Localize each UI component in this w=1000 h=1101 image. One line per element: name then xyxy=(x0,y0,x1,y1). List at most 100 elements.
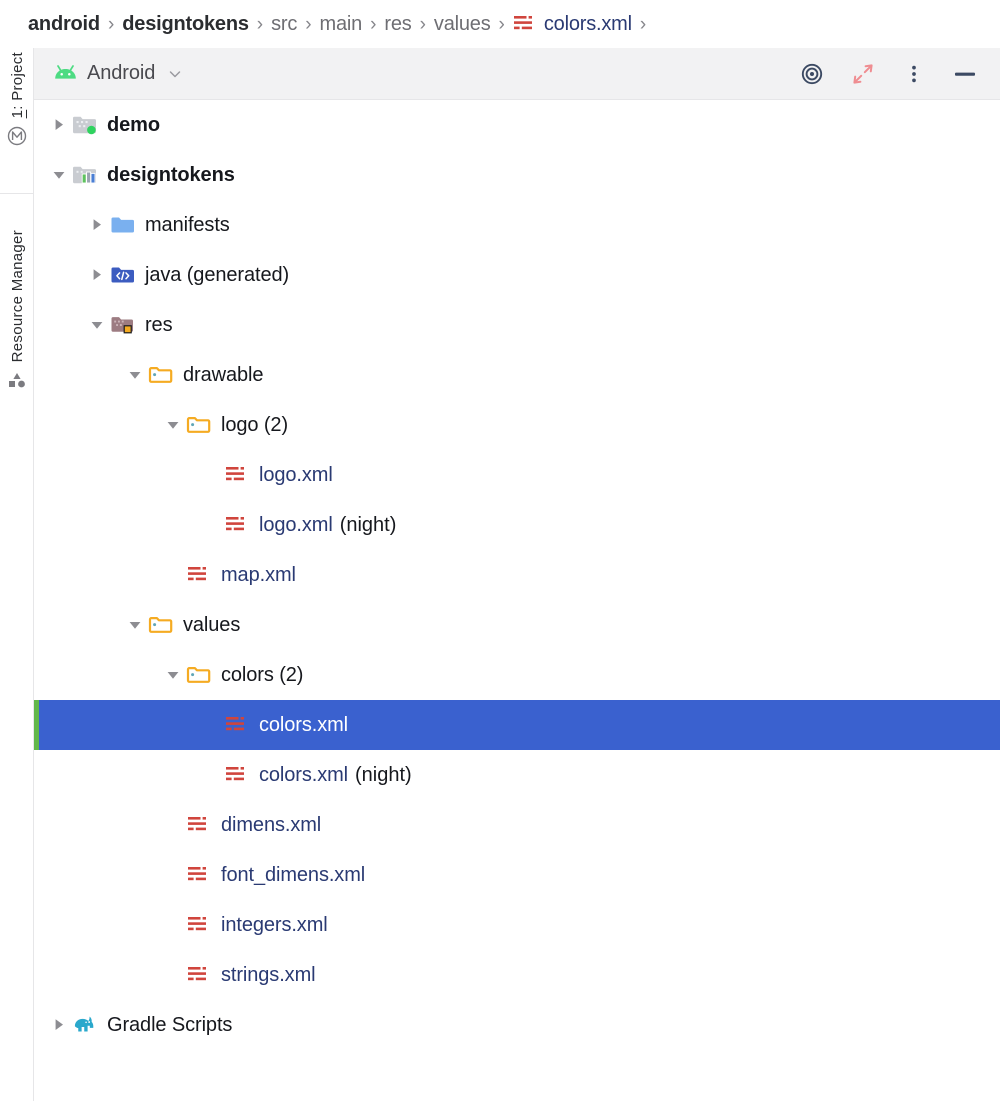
breadcrumb: android › designtokens › src › main › res › values… xyxy=(0,0,1000,48)
tree-row-label: java (generated) xyxy=(145,263,290,286)
breadcrumb-item-res[interactable]: res xyxy=(384,12,412,35)
xml-file-icon xyxy=(224,514,250,536)
project-tree[interactable]: demo designtokens manifests java (generated… xyxy=(34,100,1000,1101)
tree-row-manifests[interactable]: manifests xyxy=(34,200,1000,250)
tree-row-res[interactable]: res xyxy=(34,300,1000,350)
tree-row-label: demo xyxy=(107,113,160,136)
project-panel-toolbar: Android xyxy=(34,48,1000,100)
breadcrumb-separator: › xyxy=(305,13,312,35)
xml-file-icon xyxy=(186,914,212,936)
gradle-elephant-icon xyxy=(72,1014,98,1036)
tree-row-label: res xyxy=(145,313,173,336)
xml-file-icon xyxy=(186,864,212,886)
folder-resource-icon xyxy=(186,664,212,686)
toolbar-actions xyxy=(799,61,1000,87)
more-options-icon[interactable] xyxy=(901,61,927,87)
tree-row-colors-xml-night[interactable]: colors.xml (night) xyxy=(34,750,1000,800)
module-folder-green-dot-icon xyxy=(72,114,98,136)
sidebar-item-resource-manager-label: Resource Manager xyxy=(8,230,26,363)
tree-row-logo-xml[interactable]: logo.xml xyxy=(34,450,1000,500)
tree-row-label: logo.xml xyxy=(259,513,333,536)
chevron-down-icon[interactable] xyxy=(122,617,148,633)
tree-row-label: Gradle Scripts xyxy=(107,1013,233,1036)
select-opened-file-icon[interactable] xyxy=(799,61,825,87)
chevron-down-icon[interactable] xyxy=(84,317,110,333)
view-selector[interactable]: Android xyxy=(34,62,183,85)
chevron-down-icon[interactable] xyxy=(160,667,186,683)
tree-row-integers-xml[interactable]: integers.xml xyxy=(34,900,1000,950)
view-selector-label: Android xyxy=(87,62,156,84)
folder-resource-icon xyxy=(186,414,212,436)
project-shortcut-number: 1 xyxy=(8,109,26,119)
xml-file-icon xyxy=(186,814,212,836)
collapse-all-icon[interactable] xyxy=(850,61,876,87)
chevron-right-icon[interactable] xyxy=(84,267,110,283)
folder-resource-icon xyxy=(148,614,174,636)
tree-row-label: logo.xml xyxy=(259,463,333,486)
tree-row-label: drawable xyxy=(183,363,264,386)
breadcrumb-separator: › xyxy=(370,13,377,35)
sidebar-item-resource-manager[interactable]: Resource Manager xyxy=(0,230,34,395)
tree-row-qualifier: (night) xyxy=(339,513,397,536)
tree-row-colors-group[interactable]: colors (2) xyxy=(34,650,1000,700)
tree-row-label: manifests xyxy=(145,213,230,236)
breadcrumb-item-colors-xml[interactable]: colors.xml xyxy=(543,12,632,35)
tree-row-designtokens[interactable]: designtokens xyxy=(34,150,1000,200)
sidebar-item-project[interactable]: 1: Project xyxy=(0,52,34,151)
library-module-icon xyxy=(72,164,98,186)
tree-row-demo[interactable]: demo xyxy=(34,100,1000,150)
chevron-right-icon[interactable] xyxy=(84,217,110,233)
project-stripe-active-background xyxy=(0,48,33,194)
breadcrumb-separator: › xyxy=(107,13,115,35)
xml-file-icon xyxy=(224,764,250,786)
breadcrumb-item-src[interactable]: src xyxy=(271,12,298,35)
breadcrumb-separator: › xyxy=(639,13,647,35)
tree-row-qualifier: (night) xyxy=(355,763,412,786)
tree-row-label: designtokens xyxy=(107,163,235,186)
xml-file-icon xyxy=(224,714,250,736)
tree-row-label: integers.xml xyxy=(221,913,328,936)
tree-row-strings-xml[interactable]: strings.xml xyxy=(34,950,1000,1000)
tree-row-label: strings.xml xyxy=(221,963,316,986)
tree-row-label: colors (2) xyxy=(221,663,304,686)
hide-panel-icon[interactable] xyxy=(952,61,978,87)
breadcrumb-item-main[interactable]: main xyxy=(319,12,363,35)
selection-marker xyxy=(34,700,39,750)
tree-row-gradle-scripts[interactable]: Gradle Scripts xyxy=(34,1000,1000,1050)
folder-blue-icon xyxy=(110,214,136,236)
xml-file-icon xyxy=(224,464,250,486)
tree-row-logo-group[interactable]: logo (2) xyxy=(34,400,1000,450)
tree-row-logo-xml-night[interactable]: logo.xml (night) xyxy=(34,500,1000,550)
shapes-icon xyxy=(7,370,27,395)
folder-java-code-icon xyxy=(110,264,136,286)
tree-row-dimens-xml[interactable]: dimens.xml xyxy=(34,800,1000,850)
tree-row-label: colors.xml xyxy=(259,763,349,786)
xml-file-icon xyxy=(186,564,212,586)
tree-row-font-dimens-xml[interactable]: font_dimens.xml xyxy=(34,850,1000,900)
chevron-down-icon[interactable] xyxy=(160,417,186,433)
tree-row-java-generated[interactable]: java (generated) xyxy=(34,250,1000,300)
tool-window-stripe-left: 1: Project Resource Manager xyxy=(0,48,34,1101)
chevron-down-icon[interactable] xyxy=(167,66,183,82)
tree-row-map-xml[interactable]: map.xml xyxy=(34,550,1000,600)
tree-row-values[interactable]: values xyxy=(34,600,1000,650)
chevron-down-icon[interactable] xyxy=(46,167,72,183)
chevron-down-icon[interactable] xyxy=(122,367,148,383)
tree-row-colors-xml[interactable]: colors.xml xyxy=(34,700,1000,750)
tree-row-label: font_dimens.xml xyxy=(221,863,366,886)
chevron-right-icon[interactable] xyxy=(46,1017,72,1033)
res-folder-icon xyxy=(110,314,136,336)
breadcrumb-item-designtokens[interactable]: designtokens xyxy=(122,12,249,35)
breadcrumb-separator: › xyxy=(498,13,505,35)
module-circle-icon xyxy=(7,126,27,151)
chevron-right-icon[interactable] xyxy=(46,117,72,133)
folder-resource-icon xyxy=(148,364,174,386)
breadcrumb-separator: › xyxy=(419,13,426,35)
tree-row-drawable[interactable]: drawable xyxy=(34,350,1000,400)
breadcrumb-item-values[interactable]: values xyxy=(433,12,491,35)
breadcrumb-item-android[interactable]: android xyxy=(28,12,100,35)
tree-row-label: map.xml xyxy=(221,563,296,586)
xml-file-icon xyxy=(186,964,212,986)
tree-row-label: values xyxy=(183,613,241,636)
